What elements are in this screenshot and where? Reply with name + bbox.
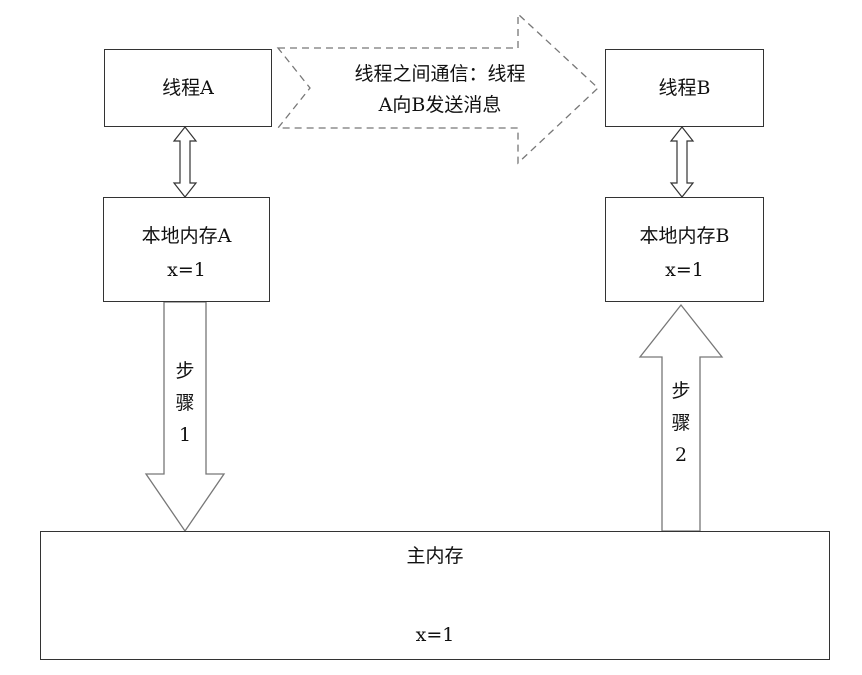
step1-char-1: 步 bbox=[175, 360, 195, 382]
local-memory-b-label: 本地内存B bbox=[639, 225, 730, 247]
thread-a-box: 线程A bbox=[104, 49, 272, 127]
message-arrow-shape bbox=[276, 12, 599, 165]
main-memory-label: 主内存 bbox=[406, 545, 464, 567]
main-memory-box: 主内存 x=1 bbox=[40, 531, 830, 660]
message-line-1: 线程之间通信：线程 bbox=[354, 63, 526, 85]
local-memory-a-value: x=1 bbox=[167, 259, 206, 281]
step2-char-1: 步 bbox=[671, 380, 691, 402]
thread-a-label: 线程A bbox=[162, 77, 214, 99]
local-memory-b-box: 本地内存B x=1 bbox=[605, 197, 764, 302]
step1-char-3: 1 bbox=[178, 424, 192, 446]
double-arrow-b bbox=[669, 126, 695, 198]
main-memory-value: x=1 bbox=[415, 624, 455, 646]
thread-b-box: 线程B bbox=[605, 49, 764, 127]
double-arrow-a bbox=[172, 126, 198, 198]
step1-label: 步 骤 1 bbox=[168, 355, 202, 451]
local-memory-a-label: 本地内存A bbox=[141, 225, 232, 247]
step2-arrow-shape bbox=[638, 303, 724, 532]
step1-char-2: 骤 bbox=[175, 392, 195, 414]
local-memory-a-box: 本地内存A x=1 bbox=[103, 197, 270, 302]
local-memory-b-value: x=1 bbox=[665, 259, 704, 281]
step2-label: 步 骤 2 bbox=[664, 375, 698, 471]
step2-char-2: 骤 bbox=[671, 412, 691, 434]
thread-b-label: 线程B bbox=[658, 77, 711, 99]
step2-char-3: 2 bbox=[674, 444, 688, 466]
message-line-2: A向B发送消息 bbox=[378, 94, 502, 116]
step1-arrow-shape bbox=[144, 301, 226, 533]
